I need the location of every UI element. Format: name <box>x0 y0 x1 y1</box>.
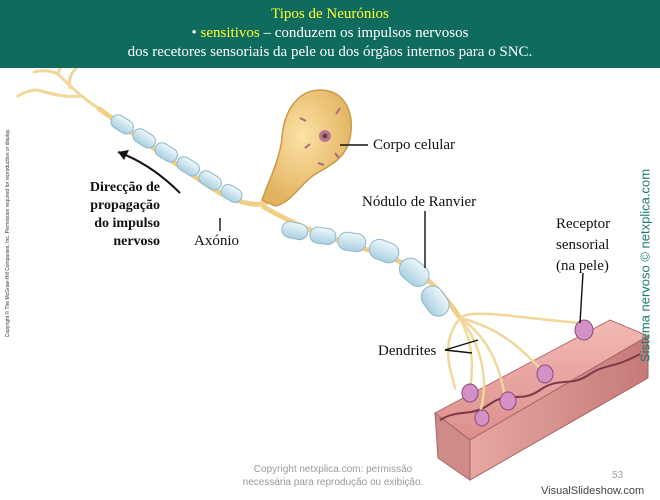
label-receptor-line-1: Receptor <box>556 216 611 232</box>
axon-terminals <box>16 68 100 110</box>
skin-receptors <box>461 319 594 427</box>
label-node-ranvier: Nódulo de Ranvier <box>362 194 477 210</box>
subtitle-line-1-rest: – conduzem os impulsos nervosos <box>259 25 469 41</box>
footer-line-2: necessária para reprodução ou exibição. <box>242 477 424 488</box>
highlight-term: sensitivos <box>200 25 260 41</box>
myelin-sheath-upper <box>110 114 243 203</box>
cell-body <box>261 89 352 207</box>
label-direction-line-1: Direcção de <box>89 180 160 195</box>
footer-copyright: Copyright netxplica.com: permissão neces… <box>228 463 438 489</box>
title-banner: Tipos de Neurónios • sensitivos – conduz… <box>0 0 660 68</box>
leader-lines <box>219 144 584 354</box>
label-direction-line-3: do impulso <box>94 216 160 231</box>
myelin-sheath-lower <box>281 221 450 317</box>
watermark: VisualSlideshow.com <box>541 485 645 497</box>
label-direction-line-2: propagação <box>90 198 160 213</box>
slide-title: Tipos de Neurónios <box>271 6 389 22</box>
subtitle-line-2: dos recetores sensoriais da pele ou dos … <box>127 44 533 60</box>
page-number: 53 <box>612 470 624 481</box>
vertical-brand: Sistema nervoso © netxplica.com <box>630 169 660 370</box>
label-direction-line-4: nervoso <box>113 234 160 249</box>
label-axon: Axónio <box>194 233 239 249</box>
label-cell-body: Corpo celular <box>373 137 456 153</box>
subtitle-line-1: • sensitivos – conduzem os impulsos nerv… <box>0 25 660 42</box>
dendrite-fibres <box>446 312 582 415</box>
label-receptor-line-3: (na pele) <box>556 258 609 274</box>
footer-line-1: Copyright netxplica.com: permissão <box>253 464 413 475</box>
vertical-copyright: Copyright © The McGraw-Hill Companies, I… <box>0 80 11 400</box>
label-dendrites: Dendrites <box>378 343 437 359</box>
arrow-head <box>118 150 129 160</box>
vertical-brand-text: Sistema nervoso © netxplica.com <box>637 168 653 363</box>
label-receptor-line-2: sensorial <box>556 237 610 253</box>
vertical-copyright-text: Copyright © The McGraw-Hill Companies, I… <box>5 128 11 338</box>
bullet: • <box>191 25 201 41</box>
neuron-illustration <box>16 68 650 481</box>
